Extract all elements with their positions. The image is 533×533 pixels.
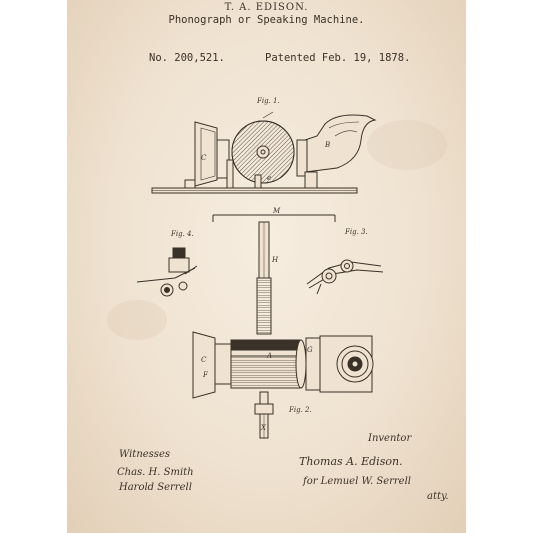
- inventor-header: T. A. EDISON.: [224, 2, 309, 13]
- part-label-a: A: [266, 352, 272, 360]
- inventor-label: Inventor: [368, 433, 412, 444]
- patent-drawing: Fig. 1. Fig. 2. Fig. 3. Fig. 4. C B e M …: [136, 97, 384, 439]
- attorney-signature: for Lemuel W. Serrell: [303, 476, 411, 487]
- part-label-b: B: [324, 141, 330, 149]
- witness-signature-2: Harold Serrell: [119, 482, 192, 493]
- part-label-x: X: [260, 424, 267, 432]
- patent-number: No. 200,521.: [149, 52, 225, 64]
- witness-signature-1: Chas. H. Smith: [117, 467, 194, 478]
- patent-sheet: T. A. EDISON. Phonograph or Speaking Mac…: [67, 0, 466, 533]
- part-label-g: G: [307, 346, 313, 354]
- patent-date: Patented Feb. 19, 1878.: [265, 52, 411, 64]
- figure-2-phonograph-plan-view: [192, 214, 374, 439]
- fig-3-caption: Fig. 3.: [344, 228, 368, 236]
- inventor-signature: Thomas A. Edison.: [299, 455, 403, 468]
- fig-1-caption: Fig. 1.: [256, 97, 280, 105]
- part-label-c-fig2: C: [201, 356, 207, 364]
- figure-4-diaphragm-detail: [136, 247, 198, 297]
- witnesses-label: Witnesses: [119, 449, 170, 460]
- paper-stain: [367, 120, 447, 170]
- figure-3-stylus-detail: [306, 259, 384, 295]
- part-label-f: F: [202, 371, 209, 379]
- part-label-h: H: [271, 256, 279, 264]
- fig-4-caption: Fig. 4.: [170, 230, 194, 238]
- part-label-c: C: [201, 154, 207, 162]
- part-label-m: M: [272, 207, 281, 215]
- part-label-e: e: [267, 174, 271, 182]
- paper-stain: [107, 300, 167, 340]
- figure-1-phonograph-side-view: [151, 111, 377, 194]
- fig-2-caption: Fig. 2.: [288, 406, 312, 414]
- patent-title: Phonograph or Speaking Machine.: [168, 14, 365, 26]
- attorney-suffix: atty.: [427, 491, 449, 502]
